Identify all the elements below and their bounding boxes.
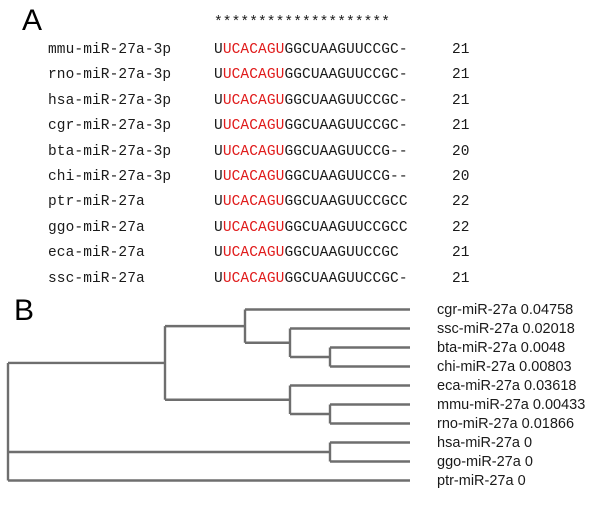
- sequence-prefix: U: [214, 219, 223, 236]
- sequence-suffix: GGCUAAGUUCCGC-: [284, 42, 408, 58]
- alignment-sequence: UUCACAGUGGCUAAGUUCCGC-: [214, 118, 408, 134]
- alignment-row: cgr-miR-27a-3p UUCACAGUGGCUAAGUUCCGC- 21: [0, 118, 607, 142]
- tree-leaf-label: rno-miR-27a 0.01866: [437, 415, 575, 432]
- alignment-sequence-length: 21: [452, 67, 470, 84]
- sequence-seed-highlight: UCACAGU: [222, 245, 285, 262]
- sequence-suffix: GGCUAAGUUCCGCC: [284, 194, 408, 211]
- conservation-asterisk-row: ********************: [214, 15, 391, 31]
- alignment-sequence: UUCACAGUGGCUAAGUUCCGCC: [214, 194, 408, 210]
- alignment-sequence-length: 21: [452, 270, 470, 287]
- sequence-suffix: GGCUAAGUUCCGC-: [284, 118, 408, 135]
- panel-b-label: B: [14, 294, 35, 327]
- sequence-suffix: GGCUAAGUUCCGCC: [284, 219, 408, 236]
- alignment-sequence-length: 20: [452, 169, 470, 185]
- sequence-prefix: U: [214, 194, 223, 211]
- alignment-row: ptr-miR-27a UUCACAGUGGCUAAGUUCCGCC 22: [0, 194, 607, 218]
- sequence-seed-highlight: UCACAGU: [222, 194, 285, 211]
- sequence-seed-highlight: UCACAGU: [222, 67, 285, 84]
- sequence-prefix: U: [214, 42, 223, 58]
- tree-leaf-label: chi-miR-27a 0.00803: [437, 358, 572, 375]
- sequence-seed-highlight: UCACAGU: [222, 92, 285, 109]
- alignment-row: eca-miR-27a UUCACAGUGGCUAAGUUCCGC 21: [0, 245, 607, 269]
- sequence-seed-highlight: UCACAGU: [222, 169, 285, 185]
- tree-leaf-label: bta-miR-27a 0.0048: [437, 339, 566, 356]
- alignment-sequence-name: mmu-miR-27a-3p: [48, 42, 172, 58]
- alignment-sequence: UUCACAGUGGCUAAGUUCCG--: [214, 169, 408, 185]
- sequence-prefix: U: [214, 270, 223, 287]
- sequence-prefix: U: [214, 67, 223, 84]
- tree-leaf-label: mmu-miR-27a 0.00433: [437, 396, 586, 413]
- alignment-sequence: UUCACAGUGGCUAAGUUCCGC-: [214, 67, 408, 83]
- alignment-sequence-length: 21: [452, 92, 470, 109]
- sequence-seed-highlight: UCACAGU: [222, 143, 285, 160]
- sequence-seed-highlight: UCACAGU: [222, 219, 285, 236]
- alignment-sequence-length: 21: [452, 118, 470, 135]
- sequence-suffix: GGCUAAGUUCCG--: [284, 143, 408, 160]
- alignment-row: ggo-miR-27a UUCACAGUGGCUAAGUUCCGCC 22: [0, 220, 607, 244]
- sequence-suffix: GGCUAAGUUCCGC-: [284, 270, 408, 287]
- tree-leaf-label: ptr-miR-27a 0: [437, 472, 526, 489]
- alignment-sequence: UUCACAGUGGCUAAGUUCCGC-: [214, 42, 408, 58]
- alignment-sequence-length: 22: [452, 194, 470, 211]
- alignment-sequence-name: ssc-miR-27a: [48, 270, 145, 287]
- tree-leaf-label: ssc-miR-27a 0.02018: [437, 320, 575, 337]
- alignment-row: mmu-miR-27a-3p UUCACAGUGGCUAAGUUCCGC- 21: [0, 42, 607, 66]
- sequence-suffix: GGCUAAGUUCCGC: [284, 245, 399, 262]
- alignment-sequence: UUCACAGUGGCUAAGUUCCGC-: [214, 271, 408, 287]
- alignment-sequence-name: ptr-miR-27a: [48, 194, 145, 211]
- sequence-suffix: GGCUAAGUUCCGC-: [284, 92, 408, 109]
- tree-leaf-label: cgr-miR-27a 0.04758: [437, 301, 574, 318]
- alignment-sequence-length: 20: [452, 143, 470, 160]
- sequence-suffix: GGCUAAGUUCCGC-: [284, 67, 408, 84]
- alignment-sequence-name: eca-miR-27a: [48, 245, 145, 262]
- sequence-seed-highlight: UCACAGU: [222, 42, 285, 58]
- alignment-sequence: UUCACAGUGGCUAAGUUCCGC-: [214, 93, 408, 109]
- alignment-sequence-name: bta-miR-27a-3p: [48, 143, 172, 160]
- alignment-sequence: UUCACAGUGGCUAAGUUCCG--: [214, 144, 408, 160]
- sequence-prefix: U: [214, 245, 223, 262]
- tree-leaf-label: eca-miR-27a 0.03618: [437, 377, 577, 394]
- sequence-prefix: U: [214, 92, 223, 109]
- alignment-sequence-name: cgr-miR-27a-3p: [48, 118, 172, 135]
- tree-leaf-label: ggo-miR-27a 0: [437, 453, 533, 470]
- sequence-suffix: GGCUAAGUUCCG--: [284, 169, 408, 185]
- sequence-seed-highlight: UCACAGU: [222, 270, 285, 287]
- alignment-sequence-name: rno-miR-27a-3p: [48, 67, 172, 84]
- alignment-sequence-name: hsa-miR-27a-3p: [48, 92, 172, 109]
- alignment-sequence-name: chi-miR-27a-3p: [48, 169, 172, 185]
- tree-diagram: [6, 308, 410, 482]
- alignment-sequence: UUCACAGUGGCUAAGUUCCGCC: [214, 220, 408, 236]
- alignment-row: ssc-miR-27a UUCACAGUGGCUAAGUUCCGC- 21: [0, 271, 607, 295]
- panel-a-label: A: [22, 4, 43, 37]
- alignment-row: rno-miR-27a-3p UUCACAGUGGCUAAGUUCCGC- 21: [0, 67, 607, 91]
- sequence-prefix: U: [214, 169, 223, 185]
- tree-leaf-label: hsa-miR-27a 0: [437, 434, 533, 451]
- alignment-row: hsa-miR-27a-3p UUCACAGUGGCUAAGUUCCGC- 21: [0, 93, 607, 117]
- sequence-prefix: U: [214, 143, 223, 160]
- alignment-sequence-length: 21: [452, 245, 470, 262]
- alignment-sequence: UUCACAGUGGCUAAGUUCCGC: [214, 245, 399, 261]
- alignment-row: bta-miR-27a-3p UUCACAGUGGCUAAGUUCCG-- 20: [0, 144, 607, 168]
- sequence-prefix: U: [214, 118, 223, 135]
- sequence-seed-highlight: UCACAGU: [222, 118, 285, 135]
- panel-b-phylogenetic-tree: B cgr-miR-27a 0.04758 ssc-miR-27a 0.02018…: [0, 288, 607, 518]
- alignment-row: chi-miR-27a-3p UUCACAGUGGCUAAGUUCCG-- 20: [0, 169, 607, 193]
- alignment-sequence-length: 21: [452, 42, 470, 58]
- alignment-sequence-name: ggo-miR-27a: [48, 219, 145, 236]
- alignment-sequence-length: 22: [452, 219, 470, 236]
